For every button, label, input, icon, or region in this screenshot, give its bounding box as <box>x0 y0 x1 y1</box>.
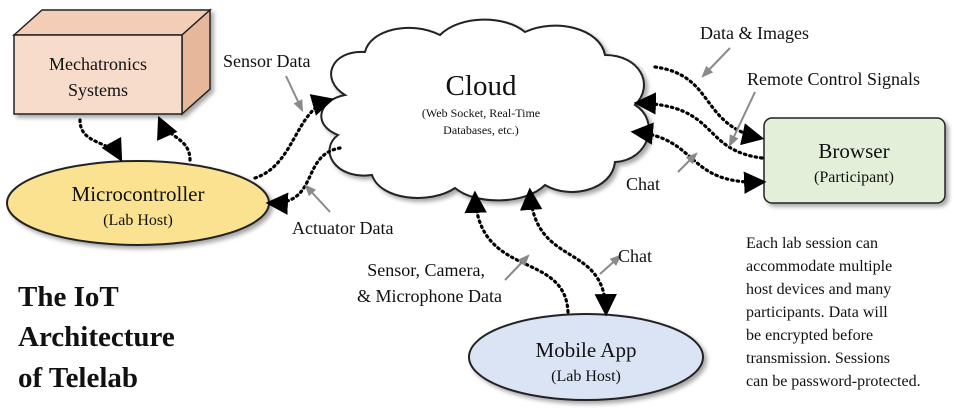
arrow-chat-mobile-cloud <box>519 187 617 317</box>
arrow-cloud-data-images-to-browser <box>653 65 765 146</box>
pointer-sensor-data <box>285 75 304 113</box>
arrow-mechatronics-to-microcontroller <box>78 118 123 162</box>
pointer-chat-mobile <box>599 254 622 275</box>
label-actuator-data: Actuator Data <box>292 218 393 238</box>
diagram-title-line3: of Telelab <box>18 362 138 394</box>
cloud-sublabel-line1: (Web Socket, Real-Time <box>422 106 540 120</box>
arrow-microcontroller-to-mechatronics <box>157 115 192 162</box>
box-top-face <box>12 9 212 36</box>
microcontroller-sublabel: (Lab Host) <box>103 212 173 229</box>
pointer-sensor-camera <box>504 254 530 281</box>
arrow-browser-remote-control-to-cloud <box>633 92 764 160</box>
arrow-microcontroller-to-cloud <box>253 94 335 180</box>
diagram-title-line2: Architecture <box>18 321 175 353</box>
cloud-sublabel-line2: Databases, etc.) <box>443 123 519 137</box>
pointer-data-images <box>701 47 731 78</box>
mobile-app-sublabel: (Lab Host) <box>551 368 621 385</box>
label-sensor-camera-line1: Sensor, Camera, <box>367 260 485 280</box>
diagram-title-line1: The IoT <box>18 281 119 313</box>
note-line3: host devices and many <box>746 281 891 298</box>
note-line2: accommodate multiple <box>746 258 892 275</box>
pointer-chat-browser <box>677 152 698 173</box>
microcontroller-label: Microcontroller <box>72 182 205 206</box>
box-front-face <box>13 34 183 115</box>
note-line5: be encrypted before <box>746 327 873 344</box>
label-sensor-data: Sensor Data <box>223 51 310 71</box>
mobile-app-label: Mobile App <box>536 338 637 362</box>
browser-sublabel: (Participant) <box>814 169 894 186</box>
label-data-images: Data & Images <box>700 23 809 43</box>
note-line7: can be password-protected. <box>746 373 921 390</box>
label-remote-control: Remote Control Signals <box>747 69 920 89</box>
label-chat-browser: Chat <box>626 174 660 194</box>
browser-label: Browser <box>818 139 889 163</box>
arrow-cloud-to-microcontroller <box>265 146 342 215</box>
label-sensor-camera-line2: & Microphone Data <box>357 286 502 306</box>
note-line4: participants. Data will <box>746 304 888 321</box>
pointer-remote-control <box>728 91 756 148</box>
session-note: Each lab session can accommodate multipl… <box>746 235 921 390</box>
pointer-actuator-data <box>304 184 331 213</box>
mechatronics-label-line2: Systems <box>68 80 128 100</box>
cloud-label: Cloud <box>446 70 517 102</box>
note-line6: transmission. Sessions <box>746 350 890 367</box>
label-chat-mobile: Chat <box>618 246 652 266</box>
mechatronics-label-line1: Mechatronics <box>49 54 147 74</box>
mechatronics-systems-box <box>12 8 212 116</box>
note-line1: Each lab session can <box>746 235 878 252</box>
